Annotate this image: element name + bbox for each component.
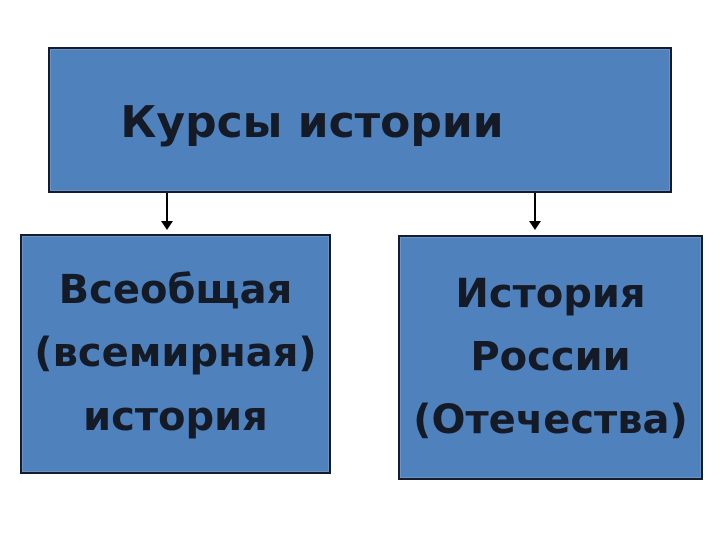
russian-history-node-label: История России (Отечества) xyxy=(413,270,688,444)
arrow-shaft xyxy=(166,193,168,222)
arrow-head-icon xyxy=(161,221,173,230)
root-node-label: Курсы истории xyxy=(120,96,504,148)
world-history-node-label: Всеобщая (всемирная) история xyxy=(34,267,317,440)
connector-arrow-right xyxy=(529,193,541,230)
connector-arrow-left xyxy=(161,193,173,230)
diagram-node-root: Курсы истории xyxy=(48,47,672,193)
arrow-head-icon xyxy=(529,221,541,230)
diagram-node-world-history: Всеобщая (всемирная) история xyxy=(20,234,331,474)
arrow-shaft xyxy=(534,193,536,222)
diagram-node-russian-history: История России (Отечества) xyxy=(398,235,703,480)
